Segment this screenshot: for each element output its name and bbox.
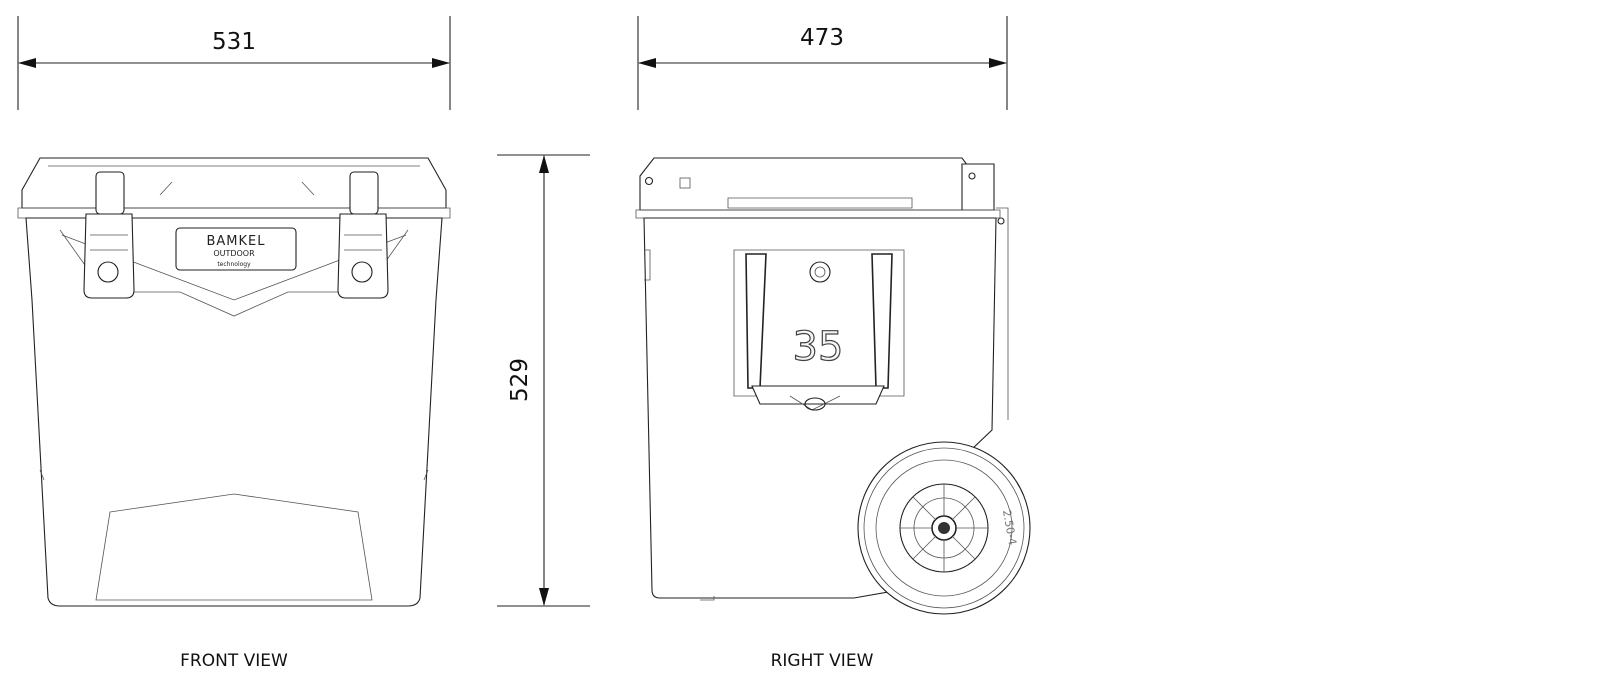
side-handle <box>733 249 905 411</box>
brand-tagline: technology <box>217 261 251 268</box>
front-view-label: FRONT VIEW <box>180 651 288 671</box>
wheel: 2.50-4 <box>857 441 1031 615</box>
height-dimension: 529 <box>497 154 590 607</box>
lid <box>21 157 447 209</box>
front-width-dimension: 531 <box>17 16 451 110</box>
side-depth-dimension: 473 <box>637 16 1008 110</box>
right-view-cooler: 35 2.50-4 <box>635 157 1031 615</box>
front-view-cooler: BAMKEL OUTDOOR technology <box>17 157 451 607</box>
front-width-value: 531 <box>212 29 256 55</box>
brand-name: BAMKEL <box>206 234 265 249</box>
brand-logo-plate: BAMKEL OUTDOOR technology <box>175 227 297 271</box>
left-latch <box>83 171 135 299</box>
lid <box>639 157 969 211</box>
side-depth-value: 473 <box>800 25 844 51</box>
right-latch <box>337 171 389 299</box>
height-value: 529 <box>507 358 533 402</box>
brand-subline: OUTDOOR <box>213 249 255 258</box>
right-view-label: RIGHT VIEW <box>771 651 874 671</box>
wheel-size-mark: 2.50-4 <box>1000 509 1019 546</box>
capacity-mark: 35 <box>793 324 844 370</box>
front-bottom-panel <box>95 493 373 601</box>
hinge <box>961 163 995 211</box>
